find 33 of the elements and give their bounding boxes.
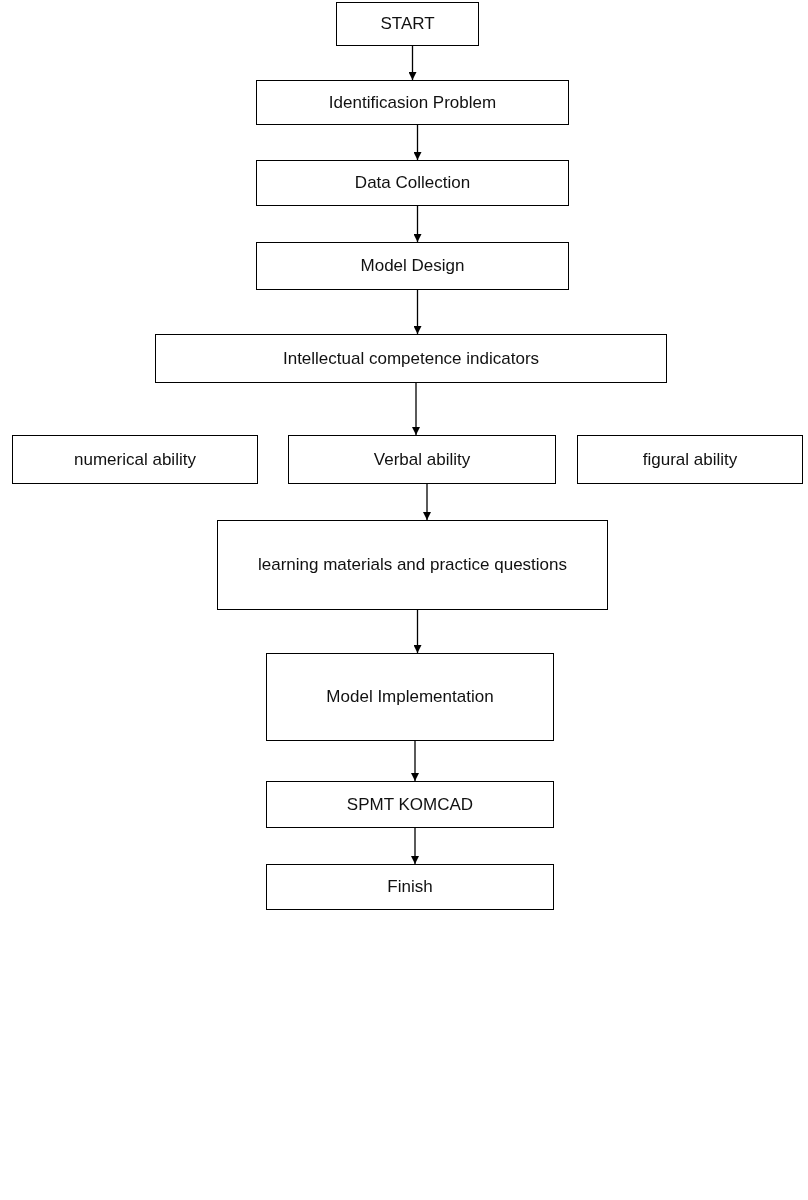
box-label: Data Collection (354, 172, 471, 195)
arrow (413, 124, 422, 161)
arrow (423, 483, 431, 521)
process-box (217, 520, 608, 610)
box-label: Finish (387, 876, 433, 899)
process-box (266, 653, 554, 741)
process-box (266, 781, 554, 828)
arrow (411, 740, 419, 782)
arrow (413, 289, 422, 335)
box-label: Intellectual competence indicators (282, 347, 540, 370)
process-box (256, 160, 569, 206)
box-label: Model Design (360, 255, 465, 278)
arrow (408, 45, 417, 81)
process-box (12, 435, 258, 484)
arrow (411, 827, 419, 865)
process-box (577, 435, 803, 484)
arrow (413, 205, 422, 243)
box-label: Model Implementation (326, 686, 494, 709)
process-box (256, 242, 569, 290)
box-label: figural ability (642, 448, 738, 471)
process-box (266, 864, 554, 910)
process-box (288, 435, 556, 484)
arrow (413, 609, 422, 654)
box-label: learning materials and practice questions (258, 554, 567, 577)
process-box (336, 2, 479, 46)
process-box (155, 334, 667, 383)
arrow (412, 382, 420, 436)
box-label: Verbal ability (373, 448, 471, 471)
box-label: START (380, 13, 435, 36)
box-label: numerical ability (74, 448, 196, 471)
box-label: SPMT KOMCAD (346, 793, 474, 816)
box-label: Identificasion Problem (328, 91, 497, 114)
process-box (256, 80, 569, 125)
